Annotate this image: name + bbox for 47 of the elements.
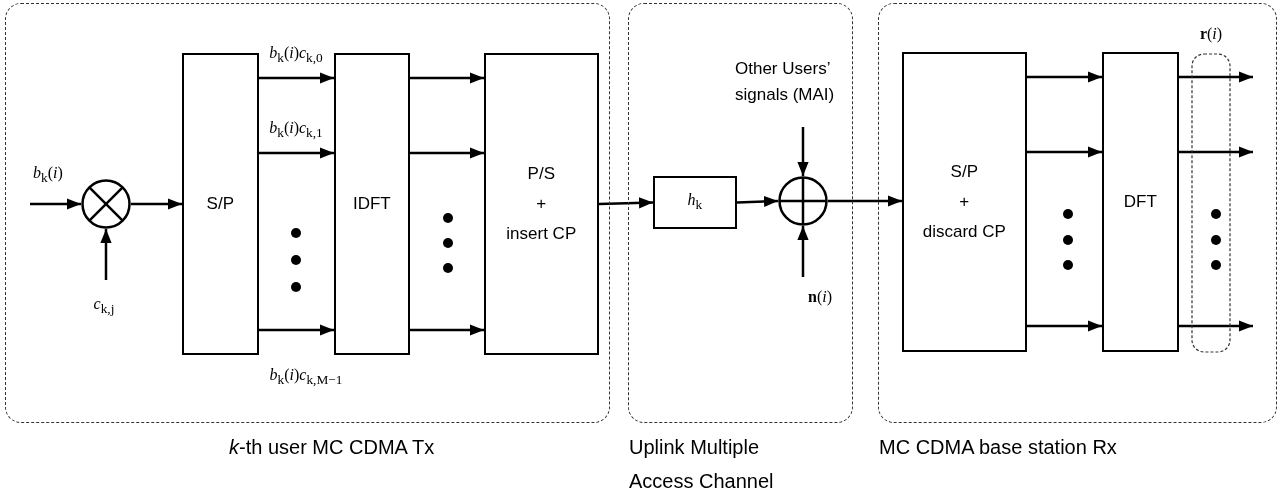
arrow — [598, 197, 654, 209]
arrow — [1027, 146, 1102, 158]
arrow — [1027, 71, 1102, 83]
panel-caption: MC CDMA base station Rx — [879, 435, 1117, 460]
box-label: + — [959, 190, 970, 213]
process-box — [901, 51, 1027, 352]
box-label: S/P — [950, 160, 978, 183]
edge-label: Other Users’ signals (MAI) — [734, 58, 836, 106]
arrow — [259, 147, 334, 159]
arrow — [1027, 320, 1102, 332]
box-label: S/P — [206, 192, 234, 215]
box-label: IDFT — [352, 192, 391, 215]
arrow — [259, 324, 334, 336]
arrow — [797, 226, 809, 277]
arrow — [30, 198, 81, 210]
channel-box — [652, 175, 737, 229]
signal-label: r(i) — [1197, 25, 1225, 43]
process-box — [1101, 51, 1179, 352]
process-box — [333, 52, 410, 355]
arrow — [410, 324, 484, 336]
arrow — [797, 127, 809, 176]
arrow — [1179, 71, 1253, 83]
arrow — [736, 195, 779, 208]
process-box — [483, 52, 599, 355]
arrow — [1179, 146, 1253, 158]
box-label: insert CP — [506, 222, 577, 245]
multiplier-symbol — [80, 178, 131, 229]
arrow — [1179, 320, 1253, 332]
arrow — [259, 72, 334, 84]
box-label: P/S — [527, 162, 555, 185]
process-box — [181, 52, 259, 355]
adder-symbol — [777, 175, 828, 226]
arrow — [828, 195, 902, 207]
panel-caption: Uplink Multiple Access Channel — [629, 435, 775, 494]
arrow — [410, 72, 484, 84]
box-label: DFT — [1123, 190, 1157, 213]
box-label: h$_{k}$ — [687, 189, 703, 214]
edge-label: b$_{k}$(i)c$_{k,1}$ — [267, 118, 325, 142]
arrow — [131, 198, 182, 210]
panel-caption: k-th user MC CDMA Tx — [229, 435, 435, 460]
edge-label: n(i) — [806, 288, 834, 306]
arrow — [410, 147, 484, 159]
box-label: discard CP — [922, 220, 1006, 243]
arrow — [100, 229, 112, 280]
edge-label: b$_{k}$(i)c$_{k,0}$ — [267, 43, 325, 67]
box-label: + — [536, 192, 547, 215]
edge-label: b$_{k}$(i)c$_{k,M−1}$ — [267, 365, 345, 389]
